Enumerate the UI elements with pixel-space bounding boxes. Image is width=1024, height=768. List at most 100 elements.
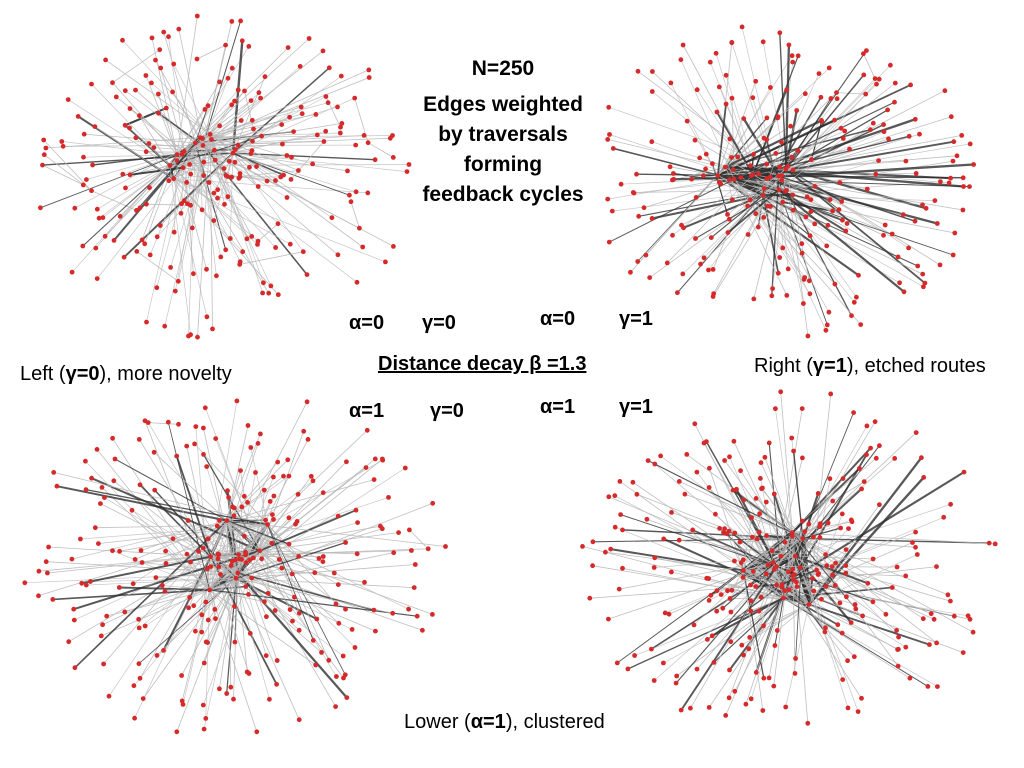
network-node — [870, 120, 876, 126]
network-node — [157, 223, 163, 228]
network-node — [201, 660, 207, 666]
network-edge — [808, 504, 880, 605]
network-node — [859, 486, 864, 492]
network-node — [171, 229, 177, 235]
network-node — [335, 104, 340, 110]
network-node — [628, 269, 633, 275]
network-node — [60, 143, 66, 149]
network-edge — [183, 68, 233, 152]
network-node — [861, 72, 867, 78]
network-node — [786, 587, 792, 593]
network-edge — [794, 556, 844, 680]
network-edge — [173, 175, 204, 180]
network-node — [361, 133, 367, 138]
network-node — [731, 176, 737, 182]
network-node — [903, 158, 909, 164]
network-node — [840, 136, 846, 141]
network-node — [269, 540, 275, 546]
network-node — [726, 528, 732, 534]
network-node — [223, 247, 229, 253]
network-edge — [151, 37, 178, 155]
network-node — [851, 654, 857, 660]
network-node — [194, 13, 200, 19]
network-node — [280, 141, 285, 147]
network-node — [71, 617, 77, 623]
network-edge — [667, 174, 754, 264]
network-node — [228, 684, 234, 690]
network-node — [618, 512, 623, 517]
network-node — [760, 192, 766, 198]
network-node — [723, 72, 729, 78]
network-node — [137, 482, 143, 488]
network-edge — [680, 566, 778, 711]
network-node — [769, 293, 775, 299]
network-node — [227, 236, 233, 241]
network-edge — [209, 134, 213, 329]
network-node — [323, 128, 329, 134]
network-node — [603, 549, 608, 555]
network-node — [824, 243, 830, 249]
network-node — [137, 205, 143, 211]
network-node — [764, 533, 769, 539]
network-node — [816, 71, 822, 76]
network-node — [240, 249, 246, 255]
network-node — [590, 563, 595, 569]
network-node — [200, 702, 206, 708]
network-node — [814, 567, 819, 573]
network-node — [203, 599, 209, 605]
network-node — [694, 87, 700, 93]
network-node — [789, 533, 795, 539]
network-node — [215, 556, 221, 562]
network-node — [296, 717, 302, 723]
network-node — [170, 536, 176, 542]
network-node — [383, 259, 388, 265]
network-node — [72, 205, 78, 211]
network-node — [610, 146, 616, 151]
network-edge — [622, 529, 803, 540]
network-node — [249, 234, 255, 239]
network-edge — [173, 178, 185, 201]
network-edge — [724, 81, 757, 168]
network-node — [69, 269, 75, 275]
network-node — [66, 639, 72, 645]
network-edge — [785, 168, 810, 281]
network-node — [727, 667, 732, 673]
network-node — [224, 518, 230, 523]
network-node — [758, 460, 764, 466]
network-node — [110, 435, 115, 441]
network-node — [323, 94, 329, 99]
network-edge — [112, 82, 178, 155]
network-edge — [101, 487, 210, 591]
network-edge — [209, 589, 251, 634]
network-node — [254, 164, 259, 170]
network-node — [967, 616, 973, 622]
network-node — [245, 423, 251, 428]
network-node — [41, 152, 47, 158]
network-edge — [226, 520, 339, 585]
network-node — [710, 161, 715, 167]
network-node — [927, 642, 932, 647]
network-node — [228, 563, 234, 568]
network-node — [864, 48, 869, 53]
network-edge — [173, 15, 198, 179]
network-edge — [235, 577, 415, 588]
network-node — [764, 115, 770, 121]
network-edge — [197, 134, 211, 338]
network-node — [790, 567, 796, 572]
network-node — [794, 108, 800, 113]
network-node — [838, 125, 844, 131]
network-edge — [71, 154, 178, 273]
network-node — [335, 513, 341, 519]
network-node — [652, 555, 658, 561]
network-edge — [226, 459, 289, 521]
network-edge — [792, 532, 974, 633]
network-node — [326, 657, 332, 663]
network-node — [832, 281, 838, 287]
network-edge — [155, 572, 238, 578]
network-node — [409, 548, 414, 553]
network-node — [301, 428, 307, 434]
network-node — [187, 595, 193, 600]
network-node — [631, 190, 637, 196]
network-edge — [207, 538, 239, 574]
network-node — [806, 521, 812, 527]
